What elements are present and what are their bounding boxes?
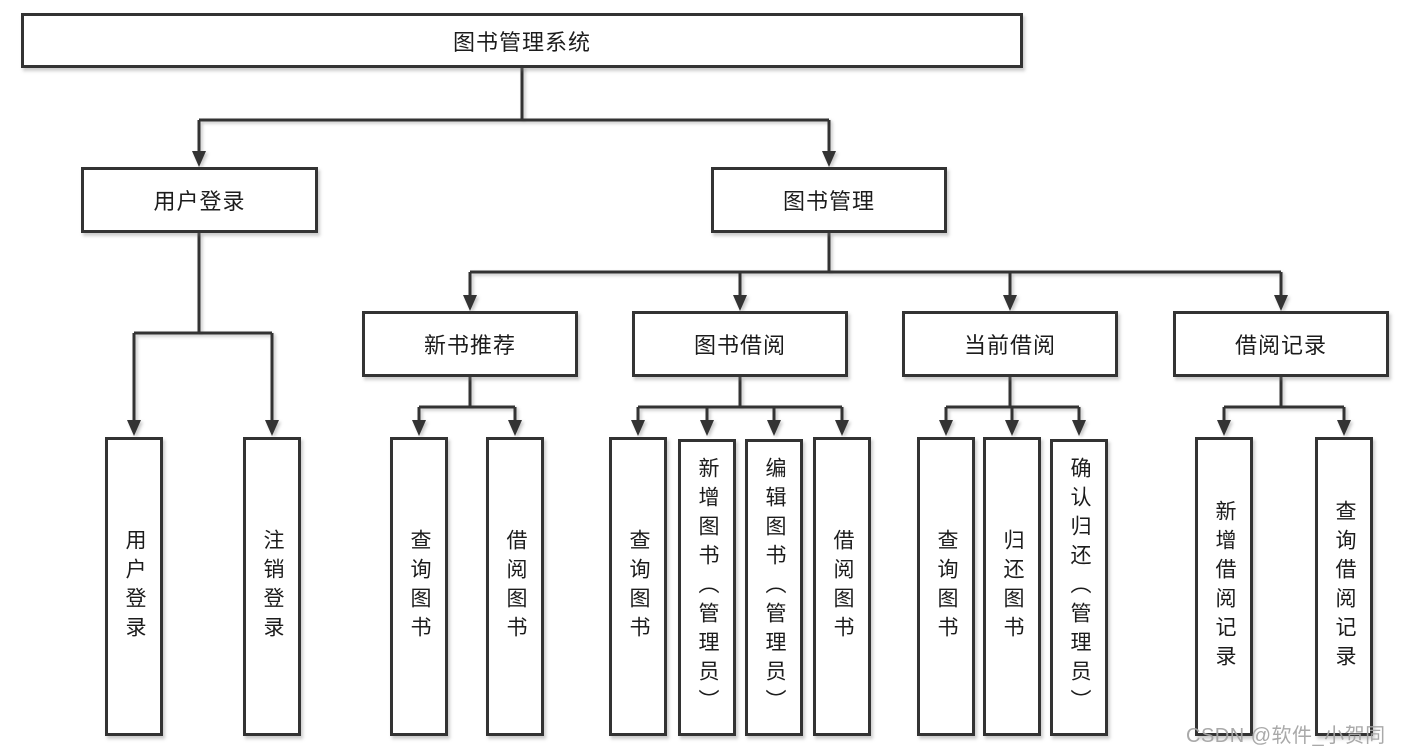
leaf-return-books: 归还图书: [983, 437, 1041, 736]
leaf-borrow-books-borrowing: 借阅图书: [813, 437, 871, 736]
leaf-query-books-current: 查询图书: [917, 437, 975, 736]
leaf-add-books-admin: 新增图书（管理员）: [678, 439, 736, 736]
leaf-edit-books-admin: 编辑图书（管理员）: [745, 439, 803, 736]
node-root: 图书管理系统: [21, 13, 1023, 68]
node-borrowing-records: 借阅记录: [1173, 311, 1389, 377]
leaf-logout-login: 注销登录: [243, 437, 301, 736]
node-book-management: 图书管理: [711, 167, 947, 233]
arrowhead-icon: [127, 151, 1351, 436]
watermark: CSDN @软件_小贺同学: [1186, 725, 1386, 747]
leaf-user-login: 用户登录: [105, 437, 163, 736]
leaf-add-borrow-record: 新增借阅记录: [1195, 437, 1253, 736]
leaf-borrow-books-recommend: 借阅图书: [486, 437, 544, 736]
leaf-confirm-return-admin: 确认归还（管理员）: [1050, 439, 1108, 736]
leaf-query-books-recommend: 查询图书: [390, 437, 448, 736]
node-new-book-recommendation: 新书推荐: [362, 311, 578, 377]
leaf-query-borrow-record: 查询借阅记录: [1315, 437, 1373, 736]
node-current-borrowing: 当前借阅: [902, 311, 1118, 377]
leaf-query-books-borrowing: 查询图书: [609, 437, 667, 736]
node-user-login: 用户登录: [81, 167, 318, 233]
node-book-borrowing: 图书借阅: [632, 311, 848, 377]
connector-path: [132, 66, 1346, 422]
